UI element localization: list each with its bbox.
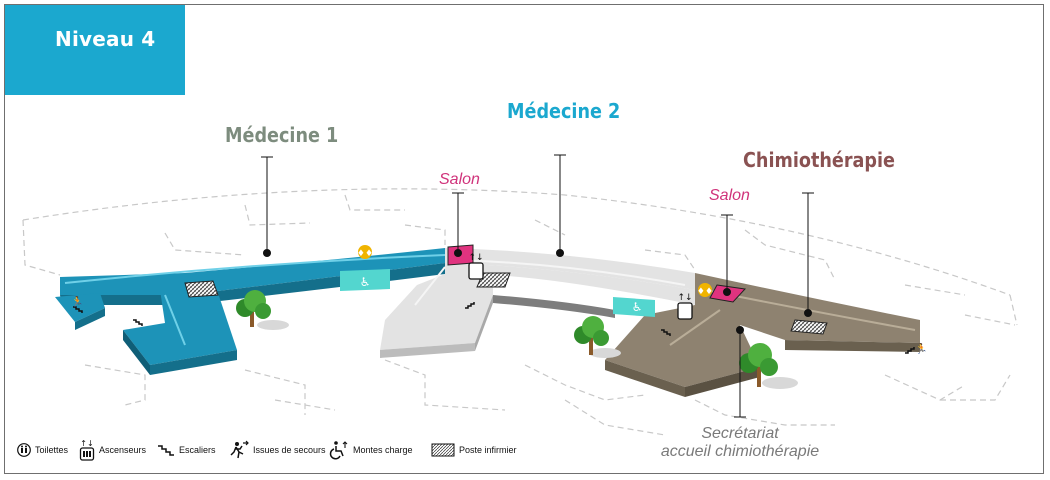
chimio-area[interactable] (605, 273, 920, 397)
emergency-exit-icon (230, 440, 249, 459)
zone-title-chimio: Chimiothérapie (743, 148, 895, 172)
salon-label-2: Salon (709, 187, 750, 204)
level-badge-shape (5, 5, 185, 95)
salon-label-1: Salon (439, 171, 480, 188)
legend-label: Toilettes (35, 445, 69, 455)
svg-text:↑↓: ↑↓ (80, 439, 93, 448)
legend-label: Issues de secours (253, 445, 326, 455)
map-elevator-icon: ↑↓ ↑↓ (468, 253, 693, 320)
legend-item-freight-elevator: Montes charge (329, 435, 413, 465)
level-title: Niveau 4 (55, 27, 156, 51)
svg-text:♿: ♿ (632, 300, 643, 314)
svg-text:🏃: 🏃 (71, 295, 83, 308)
legend-item-toilets: Toilettes (17, 435, 68, 465)
legend-label: Montes charge (353, 445, 413, 455)
stairs-icon (158, 445, 174, 456)
medecine2-area[interactable] (380, 248, 695, 358)
zone-title-medecine2: Médecine 2 (507, 99, 621, 123)
svg-text:♦♦: ♦♦ (697, 287, 713, 297)
freight-elevator-icon (329, 441, 348, 460)
map-stairs-icon (73, 302, 915, 354)
zone-title-medecine1: Médecine 1 (225, 123, 339, 147)
toilets-icon (17, 443, 31, 457)
map-legend: Toilettes ↑↓ Ascenseurs Escaliers Issues… (17, 435, 537, 465)
map-emergency-exit-icon: 🏃 🏃 (71, 295, 927, 355)
zone-leader-line (261, 154, 814, 418)
medecine1-area[interactable] (55, 248, 446, 375)
svg-text:↑↓: ↑↓ (677, 293, 692, 303)
legend-label: Escaliers (179, 445, 216, 455)
nurse-station-icon (431, 443, 455, 457)
legend-item-emergency-exit: Issues de secours (229, 435, 326, 465)
freight-elevator-block (340, 269, 655, 317)
nurse-station-block (184, 272, 828, 335)
secretariat-line-2: accueil chimiothérapie (660, 443, 820, 460)
legend-label: Poste infirmier (459, 445, 517, 455)
svg-text:♦♦: ♦♦ (357, 249, 373, 259)
legend-item-nurse-station: Poste infirmier (431, 435, 517, 465)
svg-text:♿: ♿ (360, 275, 371, 289)
svg-text:↑↓: ↑↓ (468, 253, 483, 263)
svg-text:🏃: 🏃 (915, 342, 927, 355)
tree-icon (236, 290, 798, 389)
legend-label: Ascenseurs (99, 445, 147, 455)
map-toilets-icon: ♦♦ ♦♦ (357, 245, 713, 297)
elevator-icon: ↑↓ (79, 439, 95, 461)
secretariat-line-1: Secrétariat (701, 425, 779, 442)
secretariat-label: Secrétariat accueil chimiothérapie (655, 425, 825, 461)
map-wheelchair-icon: ♿ ♿ (360, 275, 643, 314)
level-badge (5, 5, 185, 95)
legend-item-elevator: ↑↓ Ascenseurs (79, 435, 146, 465)
building-outline (22, 188, 1018, 436)
floor-plan: ♦♦ ♦♦ ↑↓ ↑↓ ♿ ♿ 🏃 🏃 (22, 154, 1018, 436)
legend-item-stairs: Escaliers (157, 435, 216, 465)
map-frame: ♦♦ ♦♦ ↑↓ ↑↓ ♿ ♿ 🏃 🏃 (4, 4, 1044, 474)
